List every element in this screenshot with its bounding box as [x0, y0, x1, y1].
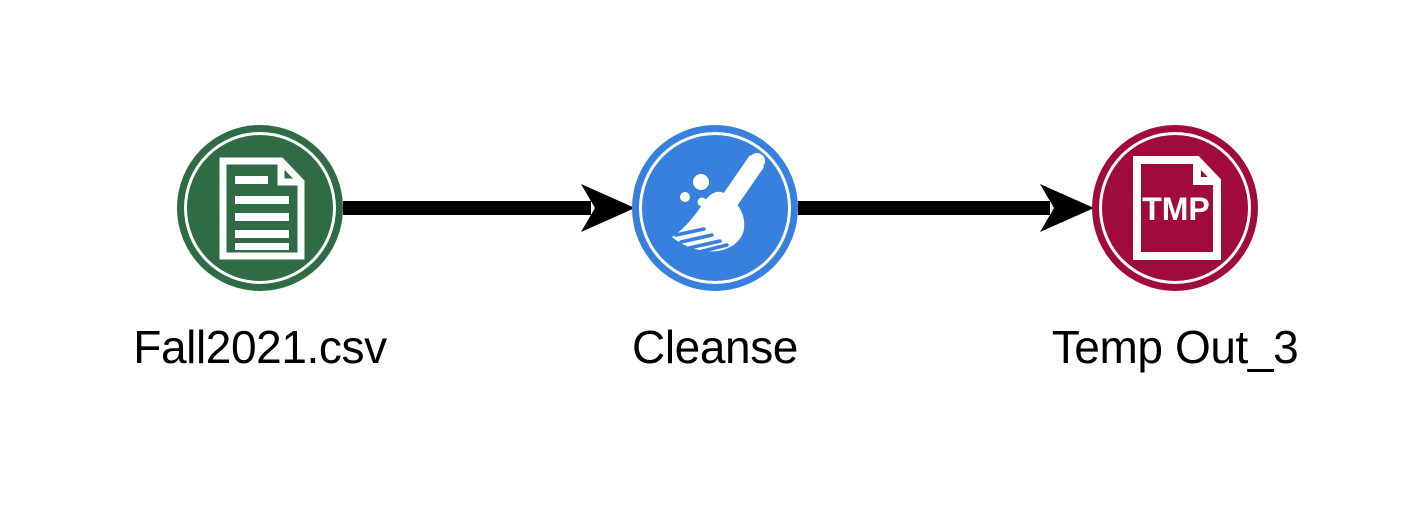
node-output-label-wrap: Temp Out_3: [952, 305, 1398, 375]
node-cleanse-circle[interactable]: [632, 125, 798, 291]
node-output-label: Temp Out_3: [1051, 321, 1299, 373]
broom-icon: [632, 125, 798, 291]
tmp-file-icon: TMP: [1092, 125, 1258, 291]
document-lines-icon: [177, 125, 343, 291]
svg-text:TMP: TMP: [1142, 191, 1210, 227]
node-source-label-wrap: Fall2021.csv: [37, 305, 483, 375]
node-cleanse[interactable]: Cleanse: [632, 125, 798, 373]
node-output-circle[interactable]: TMP: [1092, 125, 1258, 291]
node-output[interactable]: TMP Temp Out_3: [1052, 125, 1299, 373]
node-source-label: Fall2021.csv: [133, 321, 387, 373]
node-cleanse-label: Cleanse: [632, 321, 798, 373]
edge-cleanse-to-output: [798, 178, 1094, 238]
edge-source-to-cleanse: [343, 178, 635, 238]
node-source-circle[interactable]: [177, 125, 343, 291]
node-cleanse-label-wrap: Cleanse: [492, 305, 938, 375]
node-source[interactable]: Fall2021.csv: [133, 125, 387, 373]
